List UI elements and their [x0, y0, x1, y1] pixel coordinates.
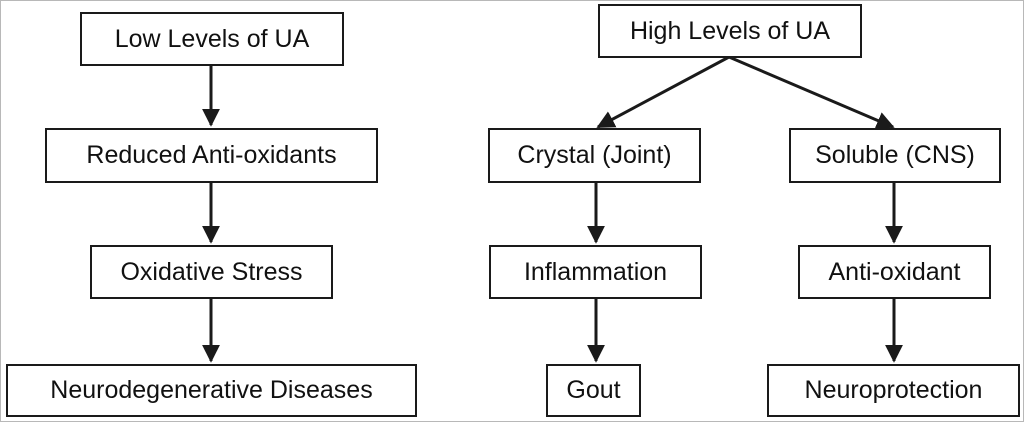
- node-label: Neurodegenerative Diseases: [50, 376, 373, 404]
- node-label: High Levels of UA: [629, 16, 831, 45]
- node-gout: Gout: [546, 364, 641, 417]
- node-oxidative-stress: Oxidative Stress: [90, 245, 333, 299]
- node-soluble-cns: Soluble (CNS): [789, 128, 1001, 183]
- node-neuroprotection: Neuroprotection: [767, 364, 1020, 417]
- node-label: Oxidative Stress: [120, 257, 303, 286]
- node-high-levels-ua: High Levels of UA: [598, 4, 862, 58]
- arrow-high-to-soluble: [728, 55, 895, 129]
- node-crystal-joint: Crystal (Joint): [488, 128, 701, 183]
- arrow-high-to-crystal: [596, 55, 730, 129]
- node-label: Crystal (Joint): [517, 141, 672, 169]
- node-label: Gout: [566, 376, 621, 404]
- node-label: Inflammation: [523, 257, 668, 286]
- node-anti-oxidant: Anti-oxidant: [798, 245, 991, 299]
- node-neurodegenerative-diseases: Neurodegenerative Diseases: [6, 364, 417, 417]
- node-label: Neuroprotection: [804, 376, 983, 404]
- node-low-levels-ua: Low Levels of UA: [80, 12, 344, 66]
- node-label: Low Levels of UA: [114, 24, 310, 53]
- node-label: Reduced Anti-oxidants: [86, 141, 337, 169]
- node-label: Anti-oxidant: [828, 257, 961, 286]
- node-reduced-antioxidants: Reduced Anti-oxidants: [45, 128, 378, 183]
- node-inflammation: Inflammation: [489, 245, 702, 299]
- node-label: Soluble (CNS): [815, 141, 975, 169]
